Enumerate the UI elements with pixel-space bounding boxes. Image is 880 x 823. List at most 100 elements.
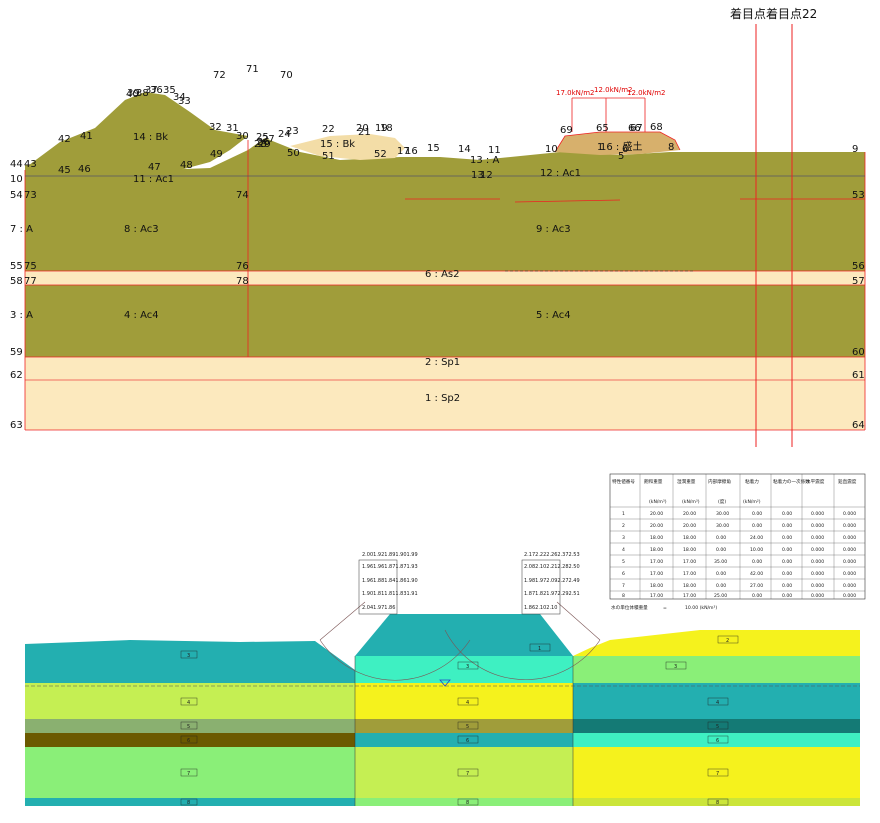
point-number: 57 bbox=[852, 276, 865, 287]
point-number: 21 bbox=[358, 127, 371, 138]
point-number: 65 bbox=[596, 123, 609, 134]
point-number: 47 bbox=[148, 162, 161, 173]
point-number: 15 bbox=[427, 143, 440, 154]
table-cell: 24.00 bbox=[750, 535, 763, 541]
layer-ac3 bbox=[25, 180, 865, 271]
point-number: 43 bbox=[24, 159, 37, 170]
material-label: 5 bbox=[187, 724, 190, 730]
table-cell: 0.00 bbox=[716, 583, 726, 589]
point-number: 75 bbox=[24, 261, 37, 272]
table-cell: 18.00 bbox=[683, 583, 696, 589]
material-label: 6 bbox=[187, 738, 190, 744]
embankment-fill bbox=[555, 132, 680, 155]
table-cell: 20.00 bbox=[683, 511, 696, 517]
point-number: 34 bbox=[173, 92, 186, 103]
point-number: 38 bbox=[136, 88, 149, 99]
layer-label-sp1: 2 : Sp1 bbox=[425, 357, 460, 368]
point-number: 29 bbox=[258, 139, 271, 150]
table-cell: 0.000 bbox=[811, 559, 824, 565]
table-cell: 2 bbox=[622, 523, 625, 529]
grid-right-row: 2.172.222.262.372.53 bbox=[524, 552, 580, 558]
table-cell: 0.000 bbox=[843, 547, 856, 553]
material-label: 6 bbox=[716, 738, 719, 744]
table-cell: 0.000 bbox=[811, 511, 824, 517]
table-cell: 0.00 bbox=[752, 523, 762, 529]
point-number: 22 bbox=[322, 124, 335, 135]
table-cell: 0.000 bbox=[843, 523, 856, 529]
table-cell: 17.00 bbox=[650, 559, 663, 565]
point-number: 59 bbox=[10, 347, 23, 358]
point-number: 51 bbox=[322, 151, 335, 162]
point-number: 36 bbox=[150, 85, 163, 96]
table-cell: 0.000 bbox=[843, 593, 856, 599]
layer-label-ac4-5: 5 : Ac4 bbox=[536, 310, 571, 321]
point-number: 74 bbox=[236, 190, 249, 201]
table-unit: (kN/m³) bbox=[649, 499, 667, 505]
table-cell: 18.00 bbox=[683, 535, 696, 541]
layer-as2 bbox=[25, 271, 865, 285]
table-cell: 0.00 bbox=[716, 571, 726, 577]
point-number: 8 bbox=[668, 142, 674, 153]
table-cell: 0.000 bbox=[811, 571, 824, 577]
grid-right-row: 1.862.102.10 bbox=[524, 605, 557, 611]
layer-ac1 bbox=[25, 138, 865, 180]
material-label: 8 bbox=[187, 800, 190, 806]
table-cell: 18.00 bbox=[650, 535, 663, 541]
material-property-table: 特性値番号 飽和重量 湿潤重量 内部摩擦角 粘着力 粘着力の一次係数 水平震度 … bbox=[609, 473, 866, 611]
table-cell: 18.00 bbox=[650, 583, 663, 589]
table-cell: 10.00 bbox=[750, 547, 763, 553]
material-label: 2 bbox=[726, 638, 729, 644]
layer-label-10: 10 bbox=[10, 174, 23, 185]
layer-label-as2: 6 : As2 bbox=[425, 269, 460, 280]
table-cell: 35.00 bbox=[714, 559, 727, 565]
point-number: 68 bbox=[650, 122, 663, 133]
grid-right-row: 1.871.821.972.292.51 bbox=[524, 591, 580, 597]
point-number: 60 bbox=[852, 347, 865, 358]
point-number: 67 bbox=[630, 123, 643, 134]
table-row: 3 18.00 18.00 0.00 24.00 0.00 0.000 0.00… bbox=[622, 535, 856, 541]
point-number: 45 bbox=[58, 165, 71, 176]
load-label-2: 12.0kN/m2 bbox=[594, 86, 633, 94]
grid-right-row: 2.082.102.212.282.50 bbox=[524, 564, 580, 570]
table-header: 鉛直震度 bbox=[838, 478, 857, 485]
point-number: 70 bbox=[280, 70, 293, 81]
table-cell: 20.00 bbox=[650, 511, 663, 517]
point-number: 44 bbox=[10, 159, 23, 170]
focus-label-22: 着目点22 bbox=[766, 6, 817, 21]
table-cell: 30.00 bbox=[716, 511, 729, 517]
table-row: 2 20.00 20.00 30.00 0.00 0.00 0.000 0.00… bbox=[622, 523, 856, 529]
point-number: 9 bbox=[852, 144, 858, 155]
point-number: 11 bbox=[488, 145, 501, 156]
grid-left-row: 2.001.921.891.901.99 bbox=[362, 552, 418, 558]
table-row: 4 18.00 18.00 0.00 10.00 0.00 0.000 0.00… bbox=[622, 547, 856, 553]
table-unit: (kN/m³) bbox=[682, 499, 700, 505]
table-cell: 0.00 bbox=[752, 559, 762, 565]
table-cell: 20.00 bbox=[650, 523, 663, 529]
table-cell: 0.00 bbox=[782, 593, 792, 599]
point-number: 39 bbox=[127, 88, 140, 99]
focus-label-1: 着目点 bbox=[730, 6, 766, 21]
table-header: 水平震度 bbox=[806, 478, 825, 485]
point-number: 32 bbox=[209, 122, 222, 133]
table-cell: 0.00 bbox=[782, 535, 792, 541]
table-cell: 0.000 bbox=[843, 583, 856, 589]
point-number: 18 bbox=[380, 123, 393, 134]
point-number: 10 bbox=[545, 144, 558, 155]
grid-right-row: 1.981.972.092.272.49 bbox=[524, 578, 580, 584]
table-cell: 0.00 bbox=[782, 523, 792, 529]
point-number: 58 bbox=[10, 276, 23, 287]
point-number: 27 bbox=[262, 134, 275, 145]
material-label: 7 bbox=[187, 771, 190, 777]
table-cell: 17.00 bbox=[683, 559, 696, 565]
point-number: 14 bbox=[458, 144, 471, 155]
point-number: 28 bbox=[254, 139, 267, 150]
point-number: 62 bbox=[10, 370, 23, 381]
point-number: 20 bbox=[356, 123, 369, 134]
table-cell: 6 bbox=[622, 571, 625, 577]
table-header: 飽和重量 bbox=[644, 478, 663, 485]
point-number: 52 bbox=[374, 149, 387, 160]
layer-label-bk-14: 14 : Bk bbox=[133, 132, 168, 143]
table-cell: 5 bbox=[622, 559, 625, 565]
material-markers: 3 4 5 6 7 8 3 4 5 6 7 8 1 2 bbox=[180, 635, 739, 806]
